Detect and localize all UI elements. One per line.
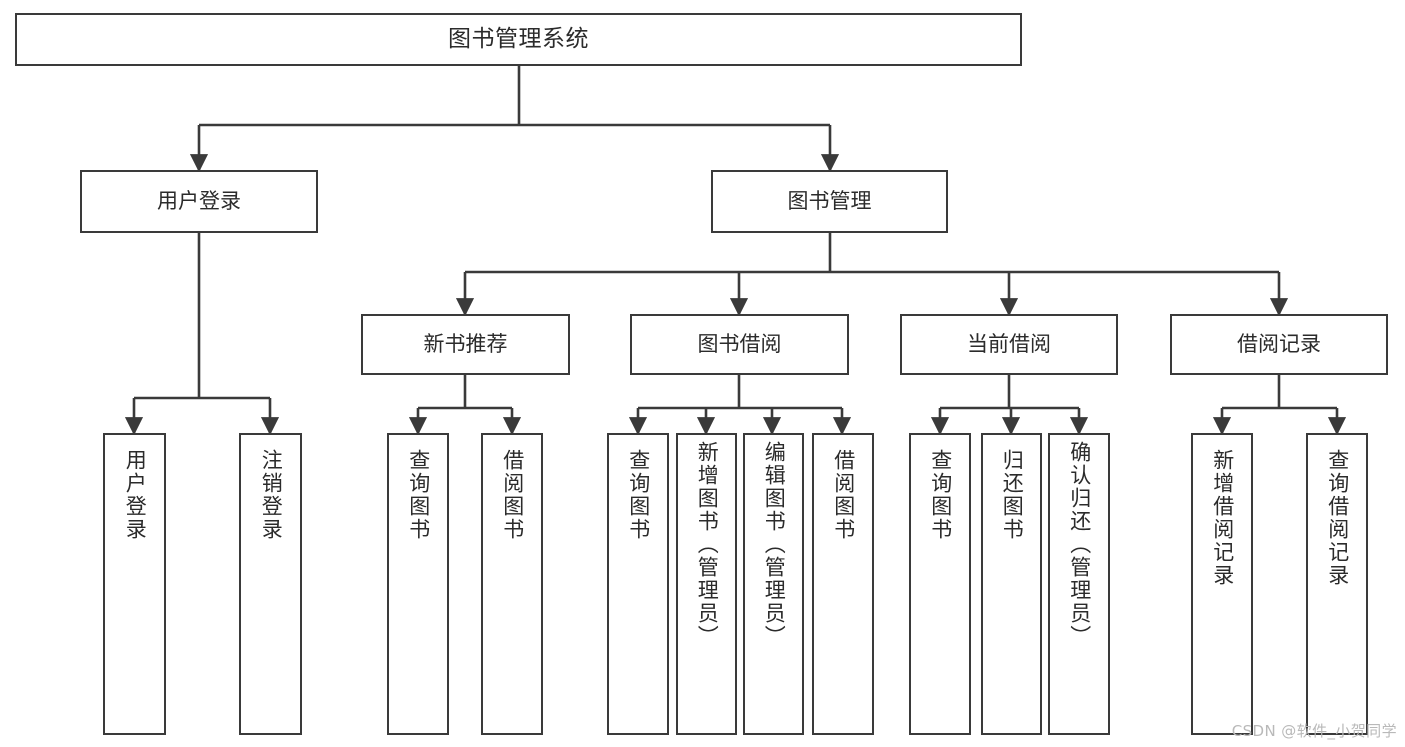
watermark: CSDN @软件_小贺同学 [1231, 722, 1397, 740]
node-leaf-query-book-1[interactable]: 查询图书 [387, 433, 449, 735]
node-new-book-rec[interactable]: 新书推荐 [361, 314, 570, 375]
node-leaf-user-login[interactable]: 用户登录 [103, 433, 166, 735]
node-root-system[interactable]: 图书管理系统 [15, 13, 1022, 66]
node-label: 借阅图书 [500, 449, 525, 541]
node-borrow-record[interactable]: 借阅记录 [1170, 314, 1388, 375]
node-leaf-borrow-book-1[interactable]: 借阅图书 [481, 433, 543, 735]
node-current-borrow[interactable]: 当前借阅 [900, 314, 1118, 375]
node-label: 图书管理 [787, 189, 872, 214]
node-leaf-add-record[interactable]: 新增借阅记录 [1191, 433, 1253, 735]
node-label: 图书借阅 [697, 332, 782, 357]
node-label: 借阅图书 [831, 449, 856, 541]
node-book-manage[interactable]: 图书管理 [711, 170, 948, 233]
node-label: 注销登录 [259, 449, 284, 541]
node-leaf-confirm-return[interactable]: 确认归还（管理员） [1048, 433, 1110, 735]
node-leaf-user-logout[interactable]: 注销登录 [239, 433, 302, 735]
node-leaf-add-book[interactable]: 新增图书（管理员） [676, 433, 737, 735]
node-label: 新增借阅记录 [1210, 449, 1235, 587]
node-label: 用户登录 [123, 449, 148, 541]
node-label: 确认归还（管理员） [1067, 441, 1092, 648]
node-leaf-edit-book[interactable]: 编辑图书（管理员） [743, 433, 804, 735]
node-label: 查询图书 [626, 449, 651, 541]
node-label: 用户登录 [157, 189, 241, 214]
node-leaf-borrow-book-2[interactable]: 借阅图书 [812, 433, 874, 735]
node-leaf-return-book[interactable]: 归还图书 [981, 433, 1042, 735]
node-label: 新增图书（管理员） [695, 441, 720, 648]
node-label: 编辑图书（管理员） [762, 441, 787, 648]
node-leaf-query-book-3[interactable]: 查询图书 [909, 433, 971, 735]
node-label: 借阅记录 [1237, 332, 1321, 357]
node-label: 查询图书 [928, 449, 953, 541]
node-label: 新书推荐 [423, 332, 508, 357]
node-label: 查询借阅记录 [1325, 449, 1350, 587]
node-label: 当前借阅 [967, 332, 1051, 357]
node-label: 图书管理系统 [448, 26, 589, 53]
node-label: 查询图书 [406, 449, 431, 541]
node-label: 归还图书 [1000, 449, 1025, 541]
node-book-borrow[interactable]: 图书借阅 [630, 314, 849, 375]
node-leaf-query-record[interactable]: 查询借阅记录 [1306, 433, 1368, 735]
node-user-login[interactable]: 用户登录 [80, 170, 318, 233]
node-leaf-query-book-2[interactable]: 查询图书 [607, 433, 669, 735]
